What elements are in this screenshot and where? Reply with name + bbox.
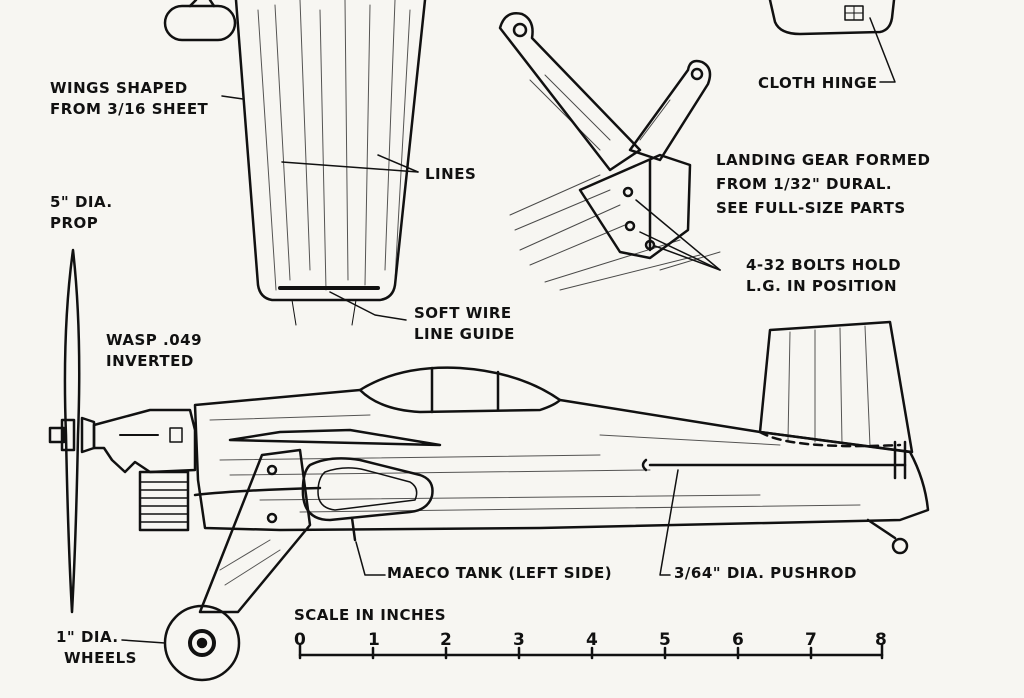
tank-label: MAECO TANK (LEFT SIDE) xyxy=(387,564,613,582)
lines-label: LINES xyxy=(425,165,477,183)
engine-label: WASP .049 INVERTED xyxy=(106,330,202,372)
landing-gear-line3: SEE FULL-SIZE PARTS xyxy=(716,199,906,217)
gear-leg xyxy=(198,448,312,614)
wings-label-line2: FROM 3/16 SHEET xyxy=(50,100,209,118)
scale-tick-5: 5 xyxy=(659,630,671,650)
bolts-label-line2: L.G. IN POSITION xyxy=(746,277,898,295)
landing-gear-line1: LANDING GEAR FORMED xyxy=(716,151,931,169)
scale-tick-3: 3 xyxy=(513,630,525,650)
wings-label: WINGS SHAPED FROM 3/16 SHEET xyxy=(50,78,208,120)
scale-tick-2: 2 xyxy=(440,630,452,650)
engine xyxy=(92,408,197,532)
engine-label-line1: WASP .049 xyxy=(106,331,203,349)
landing-gear-label: LANDING GEAR FORMED FROM 1/32" DURAL. SE… xyxy=(716,148,930,220)
wheels-label: 1" DIA. WHEELS xyxy=(56,627,137,669)
cloth-hinge-label: CLOTH HINGE xyxy=(758,74,878,92)
soft-wire-label: SOFT WIRE LINE GUIDE xyxy=(414,303,515,345)
scale-tick-0: 0 xyxy=(294,630,306,650)
fuselage xyxy=(193,320,930,555)
wheel xyxy=(163,604,241,682)
soft-wire-line2: LINE GUIDE xyxy=(414,325,515,343)
scale-tick-1: 1 xyxy=(368,630,380,650)
propeller xyxy=(48,248,96,614)
fin-detail-top xyxy=(768,0,896,36)
wing-planform xyxy=(234,0,427,326)
prop-label-line1: 5" DIA. xyxy=(50,193,113,211)
wheels-label-line2: WHEELS xyxy=(64,649,137,667)
soft-wire-line1: SOFT WIRE xyxy=(414,304,512,322)
prop-label-line2: PROP xyxy=(50,214,99,232)
scale-title: SCALE IN INCHES xyxy=(294,606,447,624)
scale-tick-7: 7 xyxy=(805,630,817,650)
bolts-label: 4-32 BOLTS HOLD L.G. IN POSITION xyxy=(746,255,901,297)
pushrod-label: 3/64" DIA. PUSHROD xyxy=(674,564,857,582)
scale-tick-4: 4 xyxy=(586,630,598,650)
landing-gear-line2: FROM 1/32" DURAL. xyxy=(716,175,893,193)
scale-bar xyxy=(298,643,884,660)
prop-label: 5" DIA. PROP xyxy=(50,192,113,234)
landing-gear-detail xyxy=(498,12,721,291)
wheels-label-line1: 1" DIA. xyxy=(56,628,119,646)
scale-tick-8: 8 xyxy=(875,630,887,650)
wings-label-line1: WINGS SHAPED xyxy=(50,79,188,97)
leader-lines xyxy=(121,17,896,644)
scale-tick-6: 6 xyxy=(732,630,744,650)
bolts-label-line1: 4-32 BOLTS HOLD xyxy=(746,256,902,274)
top-part-sketch xyxy=(163,0,237,42)
engine-label-line2: INVERTED xyxy=(106,352,194,370)
